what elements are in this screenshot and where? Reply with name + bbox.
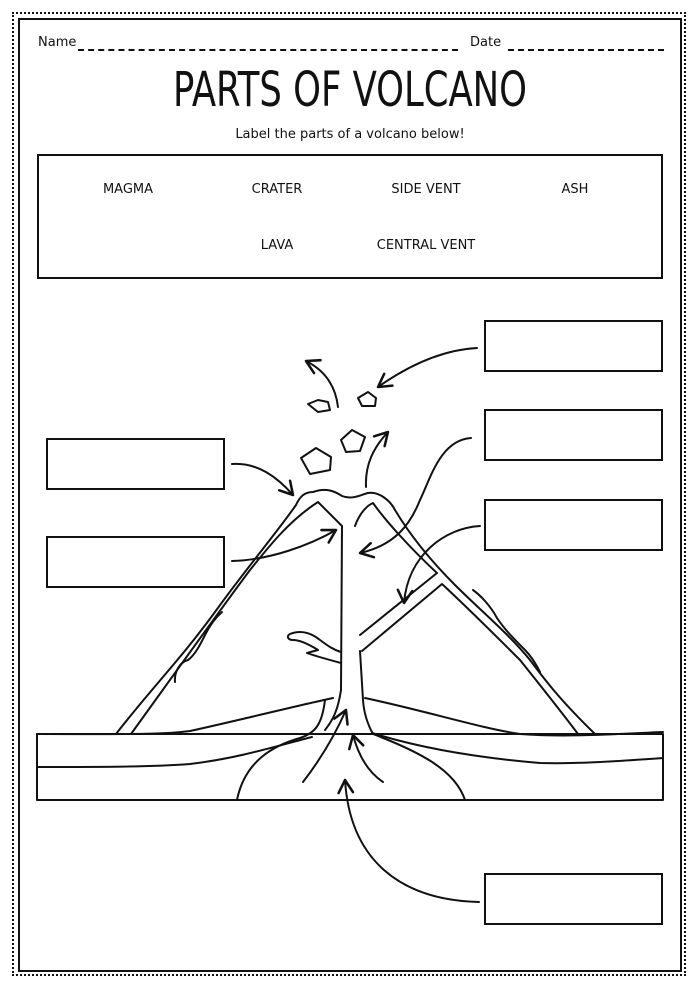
page-title: PARTS OF VOLCANO — [172, 62, 528, 118]
name-label: Name — [38, 35, 77, 50]
volcano-body — [115, 488, 596, 735]
ground-layers — [36, 697, 664, 801]
answer-box-crater[interactable] — [46, 438, 225, 490]
word-lava: LAVA — [260, 238, 294, 253]
answer-box-ash[interactable] — [484, 320, 663, 372]
answer-box-magma[interactable] — [484, 873, 663, 925]
word-magma: MAGMA — [102, 182, 154, 197]
label-arrows — [231, 347, 481, 903]
answer-box-side-vent[interactable] — [484, 499, 663, 551]
word-ash: ASH — [561, 182, 589, 197]
word-side-vent: SIDE VENT — [391, 182, 461, 197]
answer-box-central-vent[interactable] — [484, 409, 663, 461]
name-field[interactable] — [78, 49, 458, 51]
ash-particles — [300, 391, 377, 475]
dotted-page-border — [12, 12, 686, 976]
answer-box-lava[interactable] — [46, 536, 225, 588]
instructions: Label the parts of a volcano below! — [235, 127, 465, 142]
word-bank: MAGMA CRATER SIDE VENT ASH LAVA CENTRAL … — [37, 154, 663, 279]
word-central-vent: CENTRAL VENT — [376, 238, 476, 253]
date-label: Date — [470, 35, 502, 50]
date-field[interactable] — [508, 49, 664, 51]
word-crater: CRATER — [251, 182, 303, 197]
page-frame — [18, 18, 682, 972]
